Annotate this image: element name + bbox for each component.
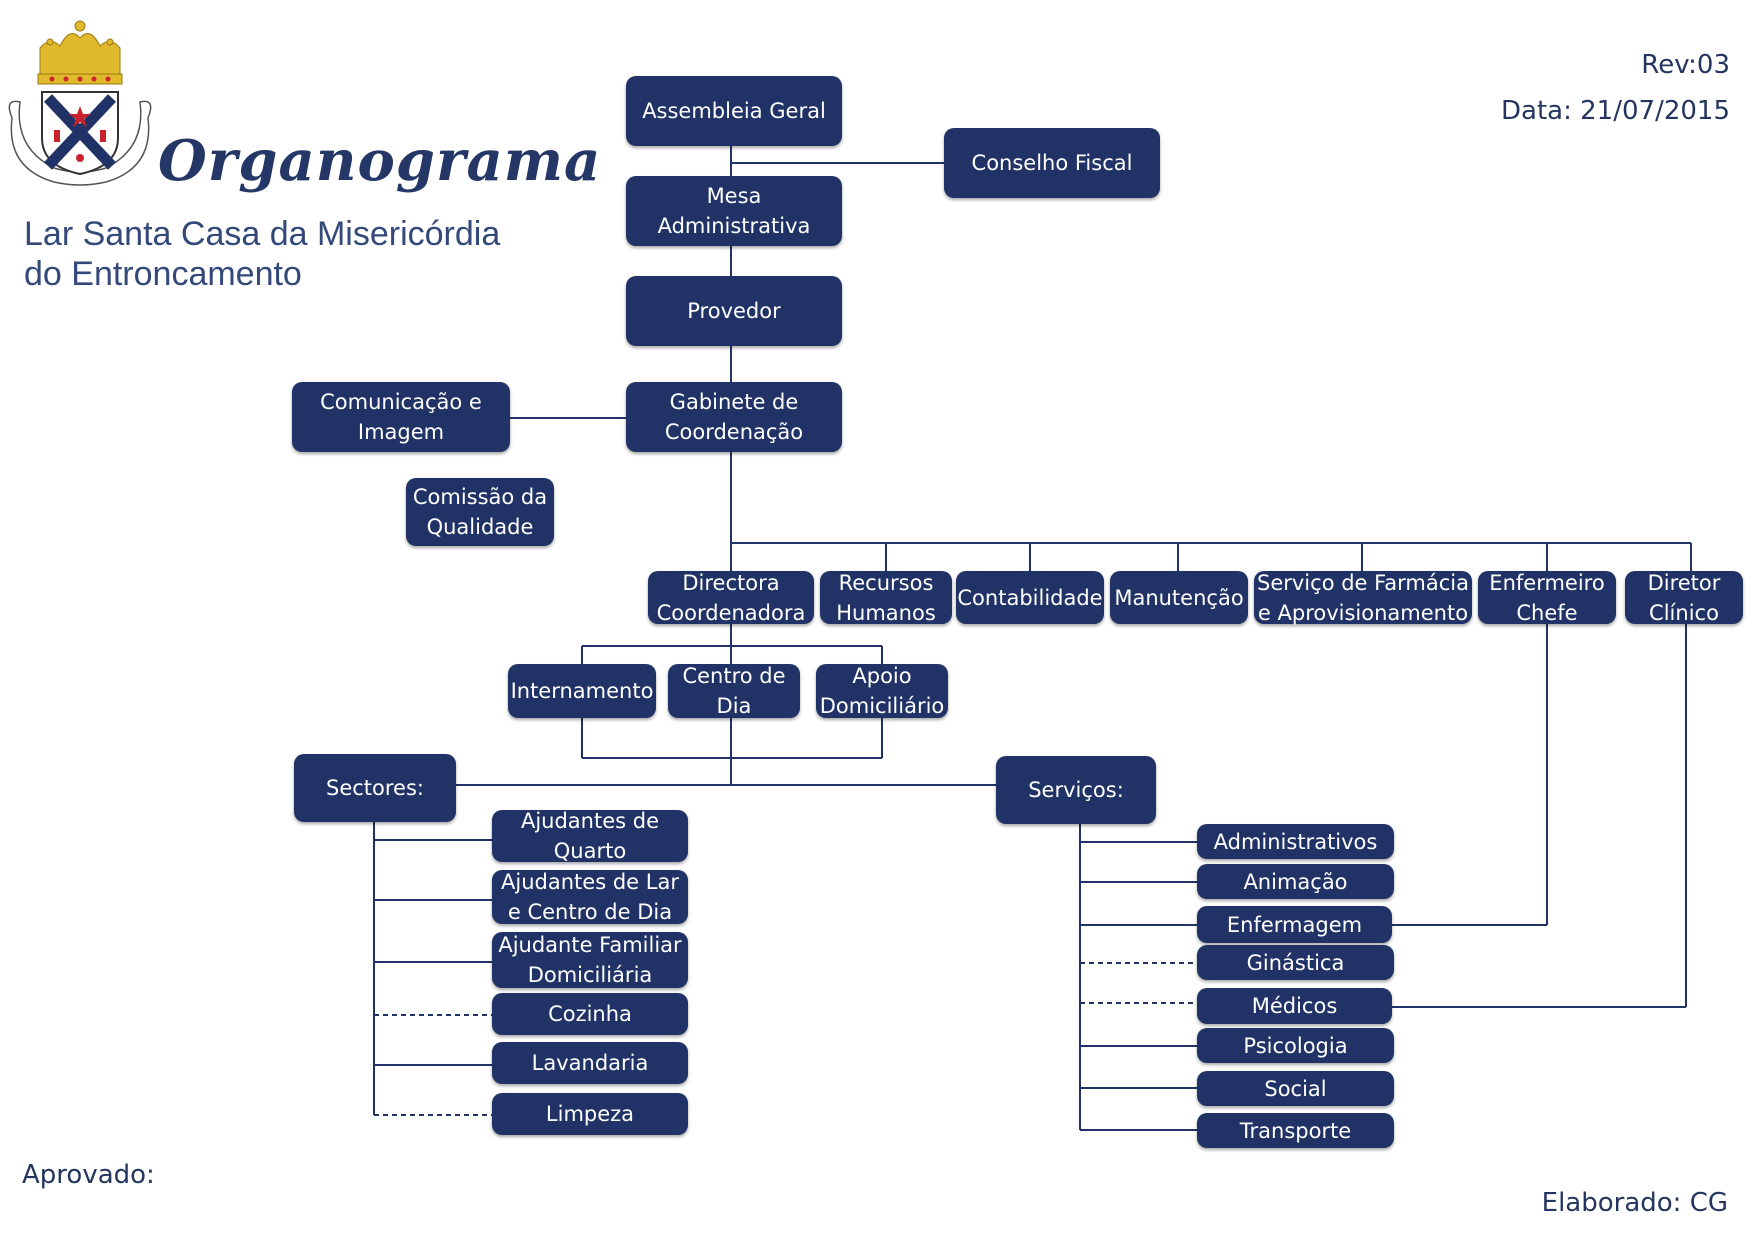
node-apoio-domiciliario: Apoio Domiciliário <box>816 664 948 718</box>
node-enfermeiro-chefe: Enfermeiro Chefe <box>1478 571 1616 625</box>
revision-label: Rev:03 <box>1641 50 1730 80</box>
node-sectores: Sectores: <box>294 754 456 822</box>
node-contabilidade: Contabilidade <box>956 571 1104 624</box>
sector-item: Cozinha <box>492 993 688 1035</box>
node-manutencao: Manutenção <box>1110 571 1248 624</box>
node-servico-farmacia: Serviço de Farmácia e Aprovisionamento <box>1254 571 1472 625</box>
node-mesa-administrativa: Mesa Administrativa <box>626 176 842 246</box>
service-item: Transporte <box>1197 1113 1394 1148</box>
service-item: Administrativos <box>1197 824 1394 859</box>
node-internamento: Internamento <box>508 664 656 718</box>
node-comunicacao-imagem: Comunicação e Imagem <box>292 382 510 452</box>
date-label: Data: 21/07/2015 <box>1501 96 1730 126</box>
node-comissao-qualidade: Comissão da Qualidade <box>406 478 554 546</box>
approved-label: Aprovado: <box>22 1160 155 1190</box>
node-directora-coordenadora: Directora Coordenadora <box>648 571 814 625</box>
node-diretor-clinico: Diretor Clínico <box>1625 571 1743 625</box>
node-assembleia-geral: Assembleia Geral <box>626 76 842 146</box>
node-gabinete-coordenacao: Gabinete de Coordenação <box>626 382 842 452</box>
service-item: Social <box>1197 1071 1394 1106</box>
service-item: Enfermagem <box>1197 906 1392 943</box>
santa-casa-logo <box>8 20 152 186</box>
node-recursos-humanos: Recursos Humanos <box>820 571 952 625</box>
node-centro-dia: Centro de Dia <box>668 664 800 718</box>
sector-item: Limpeza <box>492 1093 688 1135</box>
service-item: Psicologia <box>1197 1028 1394 1063</box>
page-title: Organograma <box>158 128 602 194</box>
sector-item: Ajudantes de Quarto <box>492 809 688 863</box>
prepared-by-label: Elaborado: CG <box>1541 1188 1728 1218</box>
node-provedor: Provedor <box>626 276 842 346</box>
node-servicos: Serviços: <box>996 756 1156 824</box>
node-conselho-fiscal: Conselho Fiscal <box>944 128 1160 198</box>
organization-name: Lar Santa Casa da Misericórdia do Entron… <box>24 215 501 293</box>
sector-item: Lavandaria <box>492 1042 688 1084</box>
service-item: Animação <box>1197 864 1394 899</box>
sector-item: Ajudante Familiar Domiciliária <box>492 932 688 988</box>
sector-item: Ajudantes de Lar e Centro de Dia <box>492 870 688 924</box>
service-item: Médicos <box>1197 988 1392 1024</box>
service-item: Ginástica <box>1197 945 1394 980</box>
